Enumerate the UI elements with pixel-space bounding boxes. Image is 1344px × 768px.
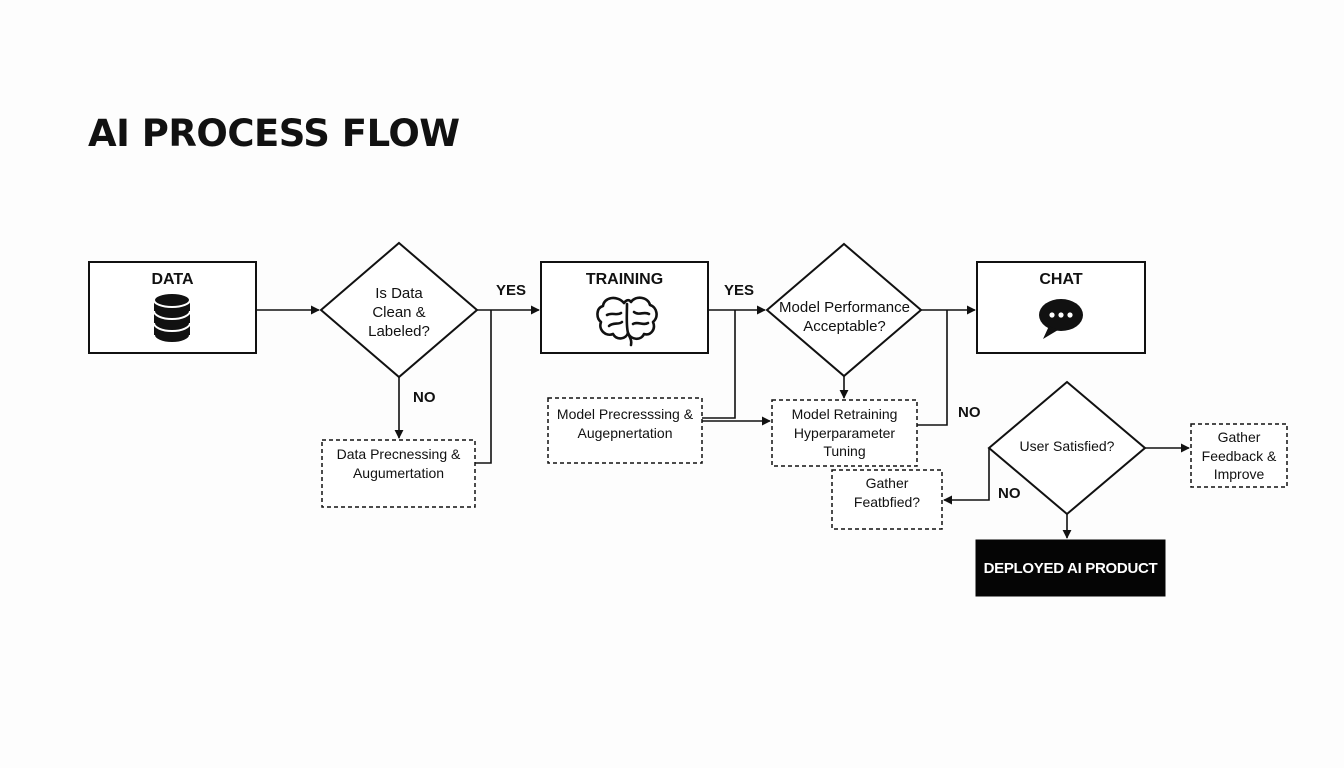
gather-feat-label: Gather Featbfied? (853, 475, 921, 510)
gather-feat-box (831, 469, 943, 530)
clean-yes-label: YES (496, 282, 527, 299)
chat-bubble-icon (1039, 299, 1083, 339)
performance-check-label: Model Performance Acceptable? (779, 299, 910, 335)
retraining-box (771, 399, 918, 467)
performance-yes-label: YES (724, 282, 755, 299)
retraining-label: Model Retraining Hyperparameter Tuning (791, 406, 898, 459)
performance-no-label: NO (958, 404, 981, 421)
gather-feedback-box (1190, 423, 1288, 488)
model-preprocessing-box (547, 397, 703, 464)
data-preprocessing-box (321, 439, 476, 508)
chat-label: CHAT (1039, 271, 1083, 288)
data-preprocessing-label: Data Precnessing & Augumertation (336, 446, 461, 481)
deployed-product-label: DEPLOYED AI PRODUCT (983, 559, 1158, 577)
edge-satisfied-no-to-gather (943, 448, 990, 505)
training-label: TRAINING (585, 271, 664, 288)
model-preprocessing-label: Model Precresssing & Augepnertation (556, 406, 694, 441)
brain-icon (596, 296, 658, 347)
clean-check-label: Is Data Clean & Labeled? (368, 285, 430, 340)
data-label: DATA (151, 271, 194, 288)
clean-no-label: NO (413, 389, 436, 406)
user-satisfied-label: User Satisfied? (1019, 438, 1115, 454)
page-title: AI PROCESS FLOW (88, 112, 460, 155)
edge-model-preprocessing-loop (702, 310, 736, 419)
satisfied-no-label: NO (998, 485, 1021, 502)
edge-preprocessing-loop (475, 310, 492, 464)
edge-retraining-no-loop (917, 310, 948, 426)
gather-feedback-label: Gather Feedback & Improve (1201, 429, 1277, 482)
database-icon (153, 292, 191, 344)
deployed-product-box (975, 539, 1166, 597)
